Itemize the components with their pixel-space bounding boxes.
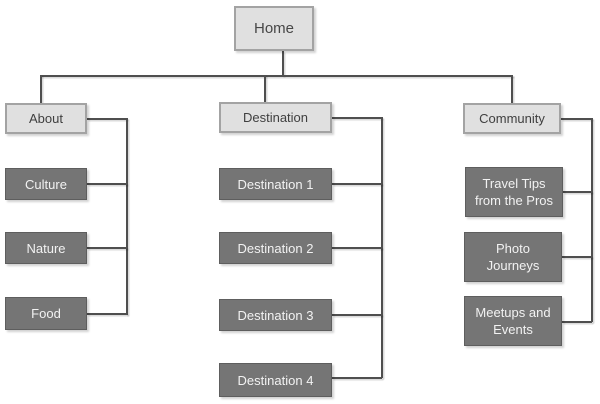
edge-community-vertical <box>591 118 593 322</box>
edge-about-stub <box>87 118 127 120</box>
node-photo-journeys[interactable]: Photo Journeys <box>464 232 562 282</box>
edge-nature-stub <box>87 247 127 249</box>
edge-food-stub <box>87 313 127 315</box>
node-destination[interactable]: Destination <box>219 102 332 133</box>
edge-drop-destination <box>264 75 266 102</box>
node-destination-4[interactable]: Destination 4 <box>219 363 332 397</box>
node-nature[interactable]: Nature <box>5 232 87 264</box>
node-community[interactable]: Community <box>463 103 561 134</box>
node-home[interactable]: Home <box>234 6 314 51</box>
edge-destination1-stub <box>332 183 382 185</box>
node-travel-tips[interactable]: Travel Tips from the Pros <box>465 167 563 217</box>
edge-destination3-stub <box>332 314 382 316</box>
edge-traveltips-stub <box>563 191 592 193</box>
node-destination-3[interactable]: Destination 3 <box>219 299 332 331</box>
edge-about-vertical <box>126 118 128 315</box>
node-destination-2[interactable]: Destination 2 <box>219 232 332 264</box>
edge-destination4-stub <box>332 377 382 379</box>
node-meetups-events[interactable]: Meetups and Events <box>464 296 562 346</box>
edge-culture-stub <box>87 183 127 185</box>
edge-photojourneys-stub <box>562 256 592 258</box>
edge-community-stub <box>561 118 592 120</box>
edge-drop-community <box>511 75 513 103</box>
edge-trunk-horizontal <box>40 75 513 77</box>
node-about[interactable]: About <box>5 103 87 134</box>
node-food[interactable]: Food <box>5 297 87 330</box>
edge-destination2-stub <box>332 247 382 249</box>
node-destination-1[interactable]: Destination 1 <box>219 168 332 200</box>
edge-destination-stub <box>332 117 382 119</box>
edge-meetups-stub <box>562 321 592 323</box>
edge-home-down <box>282 51 284 76</box>
node-culture[interactable]: Culture <box>5 168 87 200</box>
edge-drop-about <box>40 75 42 103</box>
